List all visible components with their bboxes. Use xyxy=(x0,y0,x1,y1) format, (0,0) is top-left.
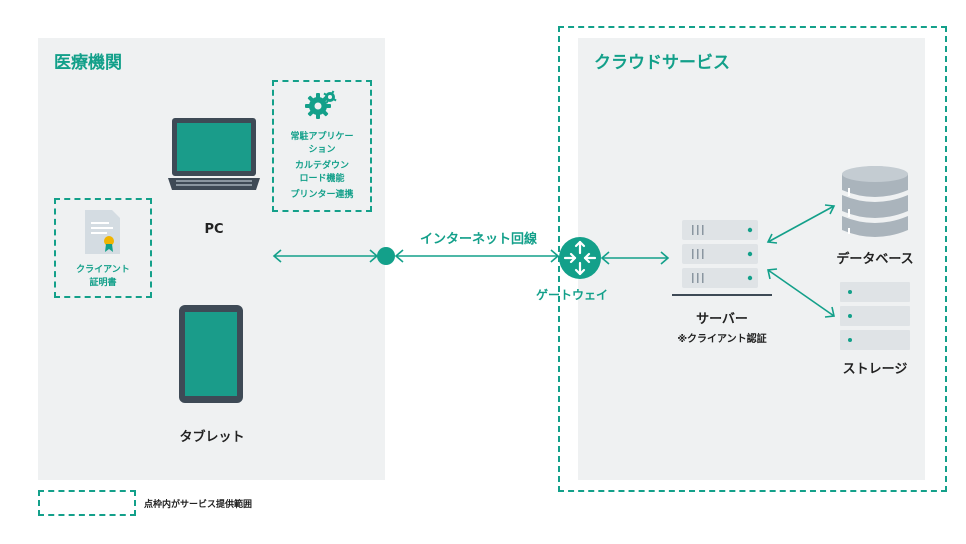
client-cert-label: クライアント 証明書 xyxy=(56,264,150,290)
arrow-server-storage-head xyxy=(767,268,778,280)
resident-app-list: 常駐アプリケー ション カルテダウン ロード機能 プリンター連携 xyxy=(276,131,368,202)
certificate-icon xyxy=(85,210,120,254)
resident-app-item: 常駐アプリケー xyxy=(290,132,354,142)
arrow-storage-head xyxy=(824,306,835,318)
arrow-db-head xyxy=(824,204,836,215)
internet-line-label: インターネット回線 xyxy=(420,232,538,247)
legend-dashed-box xyxy=(38,490,136,516)
pc-label: PC xyxy=(204,222,224,237)
cloud-service-title: クラウドサービス xyxy=(594,53,730,73)
storage-label: ストレージ xyxy=(842,362,908,377)
client-cert-line1: クライアント xyxy=(76,265,130,275)
server-icon xyxy=(672,220,772,296)
medical-institution-title: 医療機関 xyxy=(54,53,122,73)
resident-app-item: カルテダウン xyxy=(294,161,349,171)
resident-app-box xyxy=(272,80,372,212)
arrow-left-head xyxy=(272,249,282,263)
resident-app-item: プリンター連携 xyxy=(290,190,354,200)
medical-institution-panel xyxy=(38,38,385,480)
client-cert-box xyxy=(54,198,152,298)
resident-app-item: ロード機能 xyxy=(299,174,345,184)
arrow-gateway-left-head xyxy=(550,249,560,263)
cloud-service-border xyxy=(558,26,947,492)
tablet-label: タブレット xyxy=(179,430,245,445)
gateway-label: ゲートウェイ xyxy=(536,288,609,302)
gateway-router-icon xyxy=(559,237,601,279)
server-label: サーバー xyxy=(696,312,748,327)
gear-icon xyxy=(305,90,337,119)
arrow-server-db-head xyxy=(766,233,778,244)
server-to-database-line xyxy=(767,205,835,243)
internet-node xyxy=(377,247,395,265)
database-label: データベース xyxy=(836,252,914,267)
server-note: ※クライアント認証 xyxy=(677,334,767,345)
tablet-icon xyxy=(179,305,243,403)
client-cert-line2: 証明書 xyxy=(89,278,117,288)
resident-app-item: ション xyxy=(308,145,336,155)
arrow-server-left-head xyxy=(660,251,670,265)
arrow-node-left-head xyxy=(394,249,404,263)
database-icon xyxy=(842,166,908,237)
laptop-icon xyxy=(168,118,260,190)
legend-text: 点枠内がサービス提供範囲 xyxy=(144,500,253,510)
arrow-gateway-right-head xyxy=(600,251,610,265)
server-to-storage-line xyxy=(767,269,835,317)
storage-icon xyxy=(840,282,910,350)
